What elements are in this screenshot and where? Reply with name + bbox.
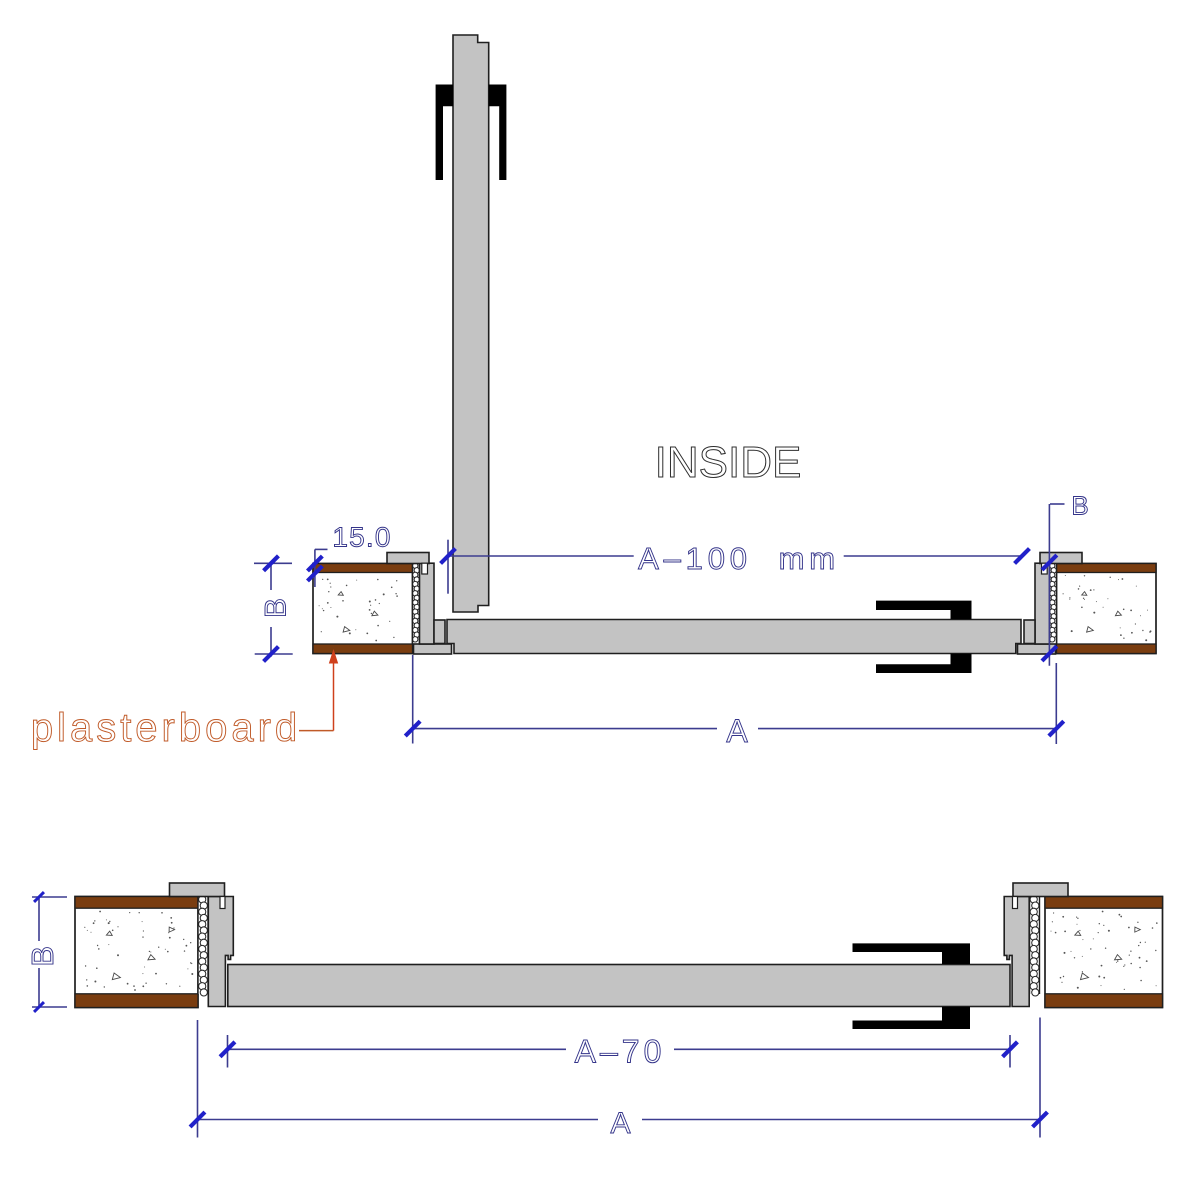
svg-text:A: A (610, 1107, 630, 1140)
svg-text:A–70: A–70 (575, 1034, 666, 1070)
svg-text:INSIDE: INSIDE (655, 438, 802, 487)
svg-text:B: B (25, 946, 60, 967)
svg-text:A–100 mm: A–100 mm (638, 541, 840, 576)
svg-text:15.0: 15.0 (332, 522, 391, 553)
svg-text:plasterboard: plasterboard (31, 706, 301, 750)
svg-text:B: B (1071, 491, 1088, 521)
svg-text:A: A (726, 713, 748, 749)
svg-text:B: B (260, 598, 293, 618)
